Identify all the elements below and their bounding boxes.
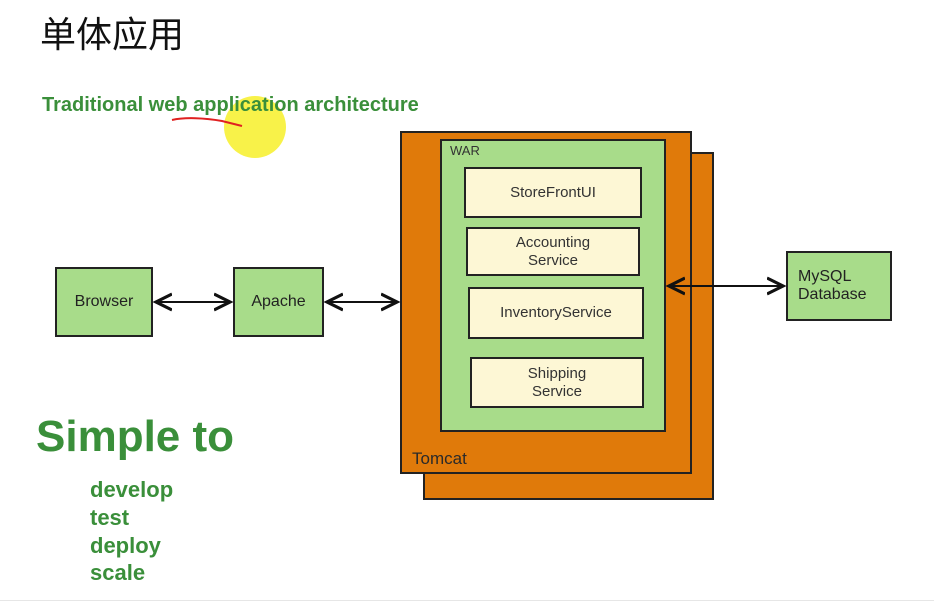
page-title: 单体应用 <box>40 15 185 56</box>
simple-to-heading: Simple to <box>36 412 235 461</box>
simple-item-test: test <box>90 505 130 530</box>
simple-item-deploy: deploy <box>90 533 161 558</box>
cursor-highlight <box>224 96 286 158</box>
bottom-divider <box>0 600 934 601</box>
simple-item-scale: scale <box>90 560 146 585</box>
service-storefrontui: StoreFrontUI <box>464 167 642 218</box>
simple-item-develop: develop <box>90 477 174 502</box>
diagram-subtitle: Traditional web application architecture <box>42 94 419 116</box>
service-shipping: Shipping Service <box>470 357 644 408</box>
mysql-database-box: MySQL Database <box>786 251 892 321</box>
war-label: WAR <box>450 143 480 158</box>
apache-box: Apache <box>233 267 324 337</box>
browser-box: Browser <box>55 267 153 337</box>
service-inventory: InventoryService <box>468 287 644 339</box>
service-accounting: Accounting Service <box>466 227 640 276</box>
tomcat-label: Tomcat <box>412 449 467 468</box>
